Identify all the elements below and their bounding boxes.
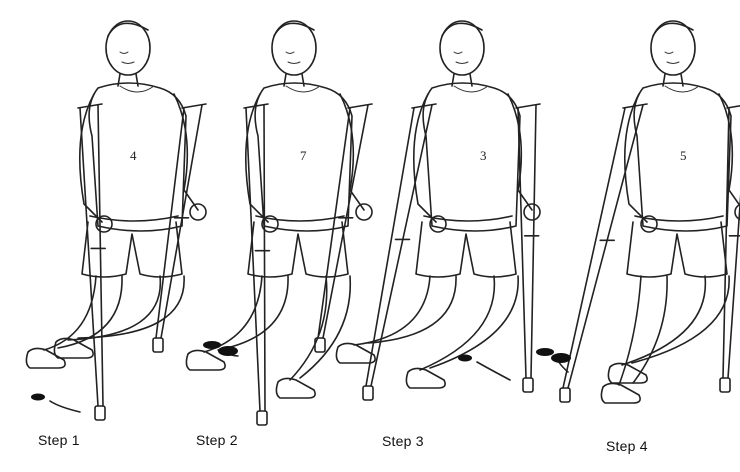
crutch-tip-mark <box>31 394 45 401</box>
left-crutch-rail-a <box>246 108 260 411</box>
face-lines <box>120 52 134 64</box>
face-lines <box>286 52 300 64</box>
hair-line <box>274 23 314 36</box>
right-crutch-rail-b <box>161 105 202 338</box>
left-crutch-tip <box>560 388 570 402</box>
figure-step-4: 5 <box>538 21 740 403</box>
right-leg <box>420 276 494 370</box>
arm-mark: 3 <box>480 148 487 163</box>
left-crutch-tip <box>95 406 105 420</box>
left-leg <box>619 276 641 385</box>
left-leg <box>204 276 262 352</box>
collar-line <box>454 86 488 92</box>
left-arm <box>625 94 647 222</box>
right-crutch-tip <box>153 338 163 352</box>
right-leg-inner <box>430 276 518 368</box>
arm-mark: 4 <box>130 148 137 163</box>
motion-line <box>477 362 510 380</box>
right-crutch-tip <box>523 378 533 392</box>
right-hand <box>190 204 206 220</box>
left-crutch-rail-b <box>264 105 265 411</box>
hair-line <box>442 23 482 36</box>
arm-mark: 7 <box>300 148 307 163</box>
footprint-toe <box>536 348 554 356</box>
right-hand <box>524 204 540 220</box>
left-crutch-rail-a <box>563 108 625 388</box>
right-leg <box>622 276 705 365</box>
footprint-heel <box>218 346 238 356</box>
figure-step-1: 4 <box>26 21 206 420</box>
right-shoe <box>608 363 647 383</box>
left-crutch-tip <box>257 411 267 425</box>
footprint-toe <box>203 341 221 349</box>
left-crutch-rail-b <box>98 105 103 406</box>
right-crutch-rail-b <box>531 105 536 378</box>
right-leg-inner <box>632 276 729 363</box>
step-4-caption: Step 4 <box>606 438 648 454</box>
left-shoe <box>336 343 375 363</box>
face-lines <box>454 52 468 64</box>
right-leg <box>290 276 327 380</box>
left-crutch-tip <box>363 386 373 400</box>
left-crutch-rail-b <box>568 105 643 388</box>
collar-line <box>286 86 320 92</box>
right-crutch-tip <box>720 378 730 392</box>
left-leg-inner <box>633 276 667 383</box>
left-shoe <box>601 383 640 403</box>
face-lines <box>665 52 679 64</box>
hair-line <box>108 23 148 36</box>
right-shoe <box>406 368 445 388</box>
right-shoe <box>276 378 315 398</box>
right-hand <box>356 204 372 220</box>
right-crutch-rail-a <box>156 108 184 338</box>
left-crutch-rail-a <box>80 108 98 406</box>
figure-step-2: 7 <box>186 21 372 425</box>
right-leg <box>68 276 160 340</box>
step-1-caption: Step 1 <box>38 432 80 448</box>
left-arm <box>414 94 436 222</box>
left-crutch-rail-b <box>371 105 432 386</box>
footprint-heel <box>551 353 571 363</box>
footprint-mark <box>536 348 571 363</box>
collar-line <box>120 86 154 92</box>
arm-mark: 5 <box>680 148 687 163</box>
left-leg-inner <box>368 276 456 343</box>
step-3-caption: Step 3 <box>382 433 424 449</box>
crutch-tip-mark <box>458 355 472 362</box>
collar-line <box>665 86 699 92</box>
torso-outline <box>423 83 520 231</box>
step-2-caption: Step 2 <box>196 432 238 448</box>
motion-line <box>50 401 80 412</box>
hair-line <box>653 23 693 36</box>
figure-step-3: 3 <box>336 21 540 400</box>
left-crutch-rail-a <box>366 108 414 386</box>
